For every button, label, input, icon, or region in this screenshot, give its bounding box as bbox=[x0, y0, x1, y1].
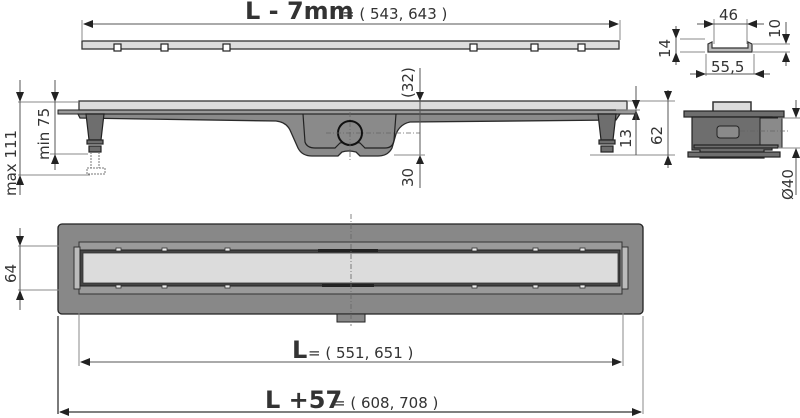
outlet-offset-label: 30 bbox=[399, 168, 417, 187]
grate-top-view bbox=[81, 20, 621, 52]
total-length-label: L +57 bbox=[265, 386, 342, 414]
flange-height-label: 13 bbox=[617, 129, 635, 148]
outlet-diameter-label: Ø40 bbox=[779, 169, 797, 200]
channel-width-label: 64 bbox=[2, 264, 20, 283]
channel-length-values: = ( 551, 651 ) bbox=[308, 344, 413, 362]
grate-length-label: L - 7mm bbox=[245, 0, 354, 25]
channel-end-view bbox=[683, 100, 800, 195]
grate-profile-height-label: 14 bbox=[656, 39, 674, 58]
channel-plan-view bbox=[16, 214, 644, 416]
grate-length-values: = ( 543, 643 ) bbox=[342, 5, 447, 23]
min-height-label: min 75 bbox=[35, 108, 53, 160]
total-length-values: = ( 608, 708 ) bbox=[333, 394, 438, 412]
grate-width-top-label: 46 bbox=[719, 6, 738, 24]
body-height-label: 62 bbox=[648, 126, 666, 145]
channel-length-label: L bbox=[292, 336, 307, 364]
channel-side-view bbox=[16, 68, 675, 195]
grate-width-bottom-label: 55,5 bbox=[711, 58, 744, 76]
max-height-label: max 111 bbox=[2, 130, 20, 196]
grate-profile-view bbox=[672, 19, 790, 78]
grate-to-outlet-label: (32) bbox=[399, 67, 417, 98]
grate-profile-depth-label: 10 bbox=[766, 19, 784, 38]
